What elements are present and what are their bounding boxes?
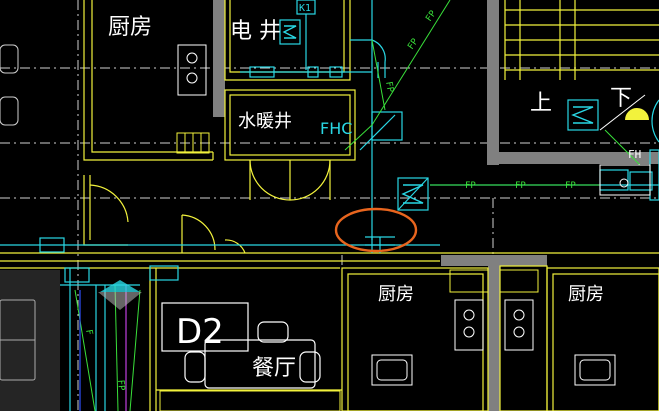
unit-d2-marker xyxy=(161,302,249,352)
fp-tag-6: FP xyxy=(383,81,395,94)
review-markup-circle xyxy=(334,207,418,253)
kitchen-middle-label: 厨房 xyxy=(378,284,414,305)
dining-room-label: 餐厅 xyxy=(252,356,296,381)
valve-symbols xyxy=(282,25,594,204)
left-fixtures xyxy=(0,44,36,381)
unit-d2-label: D2 xyxy=(176,312,224,352)
fp-tag-7: F xyxy=(83,329,94,336)
fp-tag-1: FP xyxy=(465,181,476,191)
kitchen-top-label: 厨房 xyxy=(108,15,152,40)
fp-tag-2: FP xyxy=(515,181,526,191)
left-dot-texture xyxy=(0,270,60,411)
fh-label: FH xyxy=(628,148,641,161)
gas-meter-boxes xyxy=(159,132,539,411)
dining-table xyxy=(184,321,321,389)
k1-label: K1 xyxy=(299,3,311,14)
water-heating-shaft-label: 水暖井 xyxy=(238,111,292,132)
green-fp-lines xyxy=(74,0,641,411)
stair-up-label: 上 xyxy=(530,91,552,116)
fire-hose-reel xyxy=(599,94,659,143)
elevator-shaft-label: 电 井 xyxy=(230,19,281,44)
stair-down-label: 下 xyxy=(610,86,632,111)
kitchen-right-label: 厨房 xyxy=(568,284,604,305)
fp-tag-8: FP xyxy=(115,379,126,391)
fp-tag-3: FP xyxy=(565,181,576,191)
magenta-blue-lines xyxy=(79,285,127,411)
fhc-label: FHC xyxy=(320,119,352,138)
stove-icons xyxy=(177,44,616,386)
fh-cabinet xyxy=(599,164,651,196)
structural-walls xyxy=(213,0,659,411)
hatched-meter xyxy=(98,280,142,310)
